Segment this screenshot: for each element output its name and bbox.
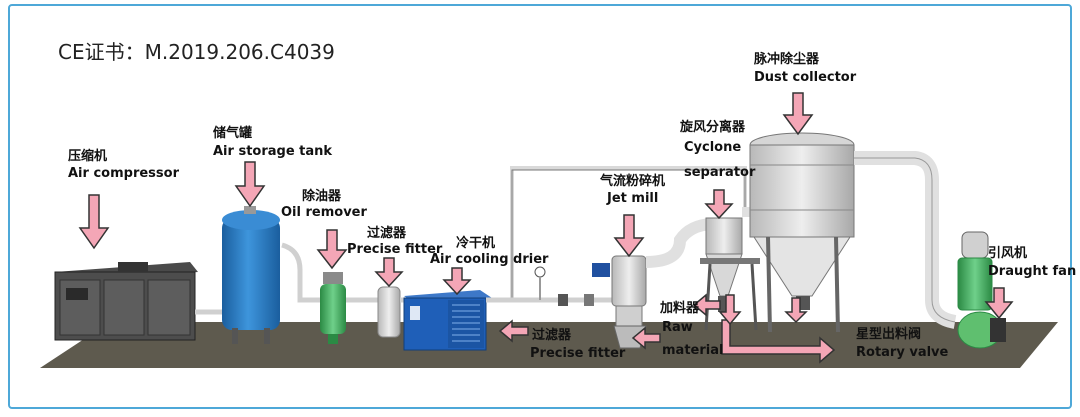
- label-precise-fitter-bottom-en: Precise fitter: [530, 346, 626, 361]
- label-jet-mill-cn: 气流粉碎机: [600, 174, 666, 189]
- arrow-collector-valve-left: [718, 294, 742, 326]
- label-air-storage-tank-cn: 储气罐: [213, 126, 253, 141]
- arrow-cyclone: [704, 189, 734, 220]
- label-feeder-cn: 加料器: [660, 301, 700, 316]
- pipe-jetmill-cyclone: [645, 218, 713, 268]
- arrow-collector-valve: [784, 297, 808, 324]
- certificate-text: CE证书：M.2019.206.C4039: [58, 40, 335, 64]
- label-air-compressor-cn: 压缩机: [68, 149, 108, 164]
- arrow-air-storage-tank: [234, 161, 266, 208]
- label-cyclone-cn: 旋风分离器: [680, 120, 746, 135]
- precise-filter-top: [377, 286, 401, 338]
- label-oil-remover-cn: 除油器: [302, 189, 342, 204]
- label-air-cooling-drier-en: Air cooling drier: [430, 252, 549, 267]
- arrow-air-compressor: [78, 194, 110, 250]
- pipe-collector-fan: [854, 151, 957, 329]
- label-jet-mill-en: Jet mill: [607, 191, 659, 206]
- label-draught-fan-cn: 引风机: [988, 246, 1028, 261]
- arrow-oil-remover: [316, 229, 348, 270]
- arrow-raw-material: [631, 326, 661, 350]
- label-rotary-valve-cn: 星型出料阀: [856, 327, 922, 342]
- label-rotary-valve-en: Rotary valve: [856, 345, 949, 360]
- label-raw-material-1: Raw: [662, 320, 693, 335]
- label-oil-remover-en: Oil remover: [281, 205, 367, 220]
- arrow-air-cooling-drier: [442, 267, 472, 296]
- draught-fan: [957, 231, 1006, 349]
- label-dust-collector-cn: 脉冲除尘器: [754, 52, 820, 67]
- arrow-dust-collector: [782, 92, 814, 136]
- pipe-tank-oil: [281, 242, 330, 303]
- arrow-precise-filter-top: [374, 257, 404, 288]
- label-dust-collector-en: Dust collector: [754, 70, 857, 85]
- arrow-rotary-valve: [721, 319, 836, 364]
- label-raw-material-2: material: [662, 343, 724, 358]
- label-draught-fan-en: Draught fan: [988, 264, 1077, 279]
- label-precise-fitter-top-cn: 过滤器: [367, 226, 407, 241]
- label-cyclone-en-1: Cyclone: [684, 140, 742, 155]
- label-precise-fitter-bottom-cn: 过滤器: [532, 328, 572, 343]
- cyclone-separator: [700, 217, 760, 331]
- arrow-feeder: [692, 293, 721, 317]
- air-storage-tank: [222, 206, 280, 344]
- arrow-precise-filter-bottom: [498, 319, 529, 343]
- floor-platform: [40, 322, 1058, 368]
- arrow-draught-fan: [984, 287, 1014, 320]
- oil-remover: [320, 272, 346, 344]
- label-cyclone-en-2: separator: [684, 165, 756, 180]
- label-air-cooling-drier-cn: 冷干机: [456, 236, 496, 251]
- arrow-jet-mill: [613, 214, 645, 258]
- label-air-storage-tank-en: Air storage tank: [213, 144, 333, 159]
- label-precise-fitter-top-en: Precise fitter: [347, 242, 443, 257]
- label-air-compressor-en: Air compressor: [68, 166, 179, 181]
- air-compressor: [54, 262, 198, 341]
- dust-collector: [749, 132, 855, 333]
- air-cooling-drier: [403, 290, 492, 351]
